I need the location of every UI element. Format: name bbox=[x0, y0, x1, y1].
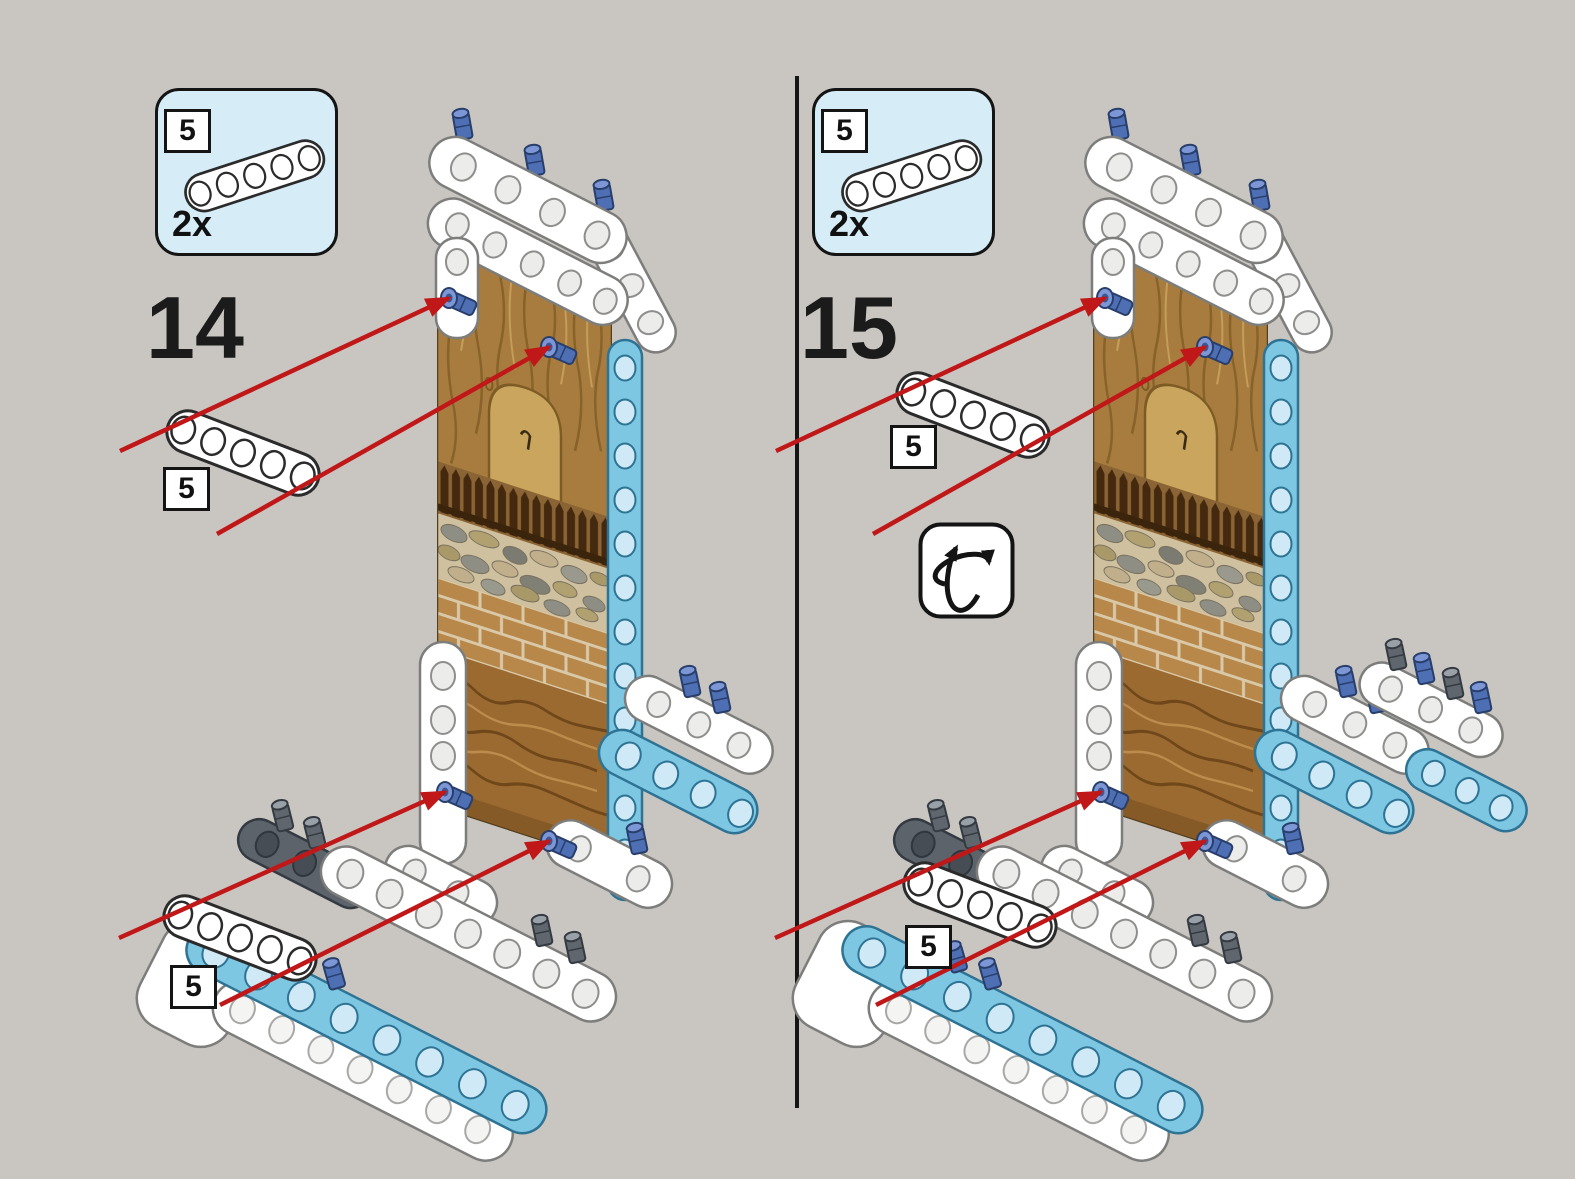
part-quantity: 2x bbox=[829, 203, 870, 244]
part-label-text: 5 bbox=[905, 430, 922, 463]
assembly-step-14 bbox=[126, 108, 781, 1170]
base-extension bbox=[1358, 636, 1528, 833]
part-number-badge: 5 bbox=[164, 109, 211, 153]
part-number-badge: 5 bbox=[821, 109, 868, 153]
part-quantity: 2x bbox=[172, 203, 213, 244]
assembly-step-15 bbox=[775, 108, 1528, 1170]
part-number: 5 bbox=[836, 114, 853, 147]
rotate-model-icon bbox=[918, 522, 1015, 619]
part-label-5: 5 bbox=[890, 425, 937, 469]
part-label-5: 5 bbox=[905, 925, 952, 969]
part-label-text: 5 bbox=[178, 472, 195, 505]
part-label-text: 5 bbox=[185, 970, 202, 1003]
step-number-15: 15 bbox=[800, 278, 898, 377]
part-label-5: 5 bbox=[170, 965, 217, 1009]
parts-callout-step-15: 5 2x bbox=[812, 88, 995, 256]
part-label-5: 5 bbox=[163, 467, 210, 511]
parts-callout-step-14: 5 2x bbox=[155, 88, 338, 256]
part-label-text: 5 bbox=[920, 930, 937, 963]
step-number-14: 14 bbox=[146, 278, 244, 377]
part-number: 5 bbox=[179, 114, 196, 147]
